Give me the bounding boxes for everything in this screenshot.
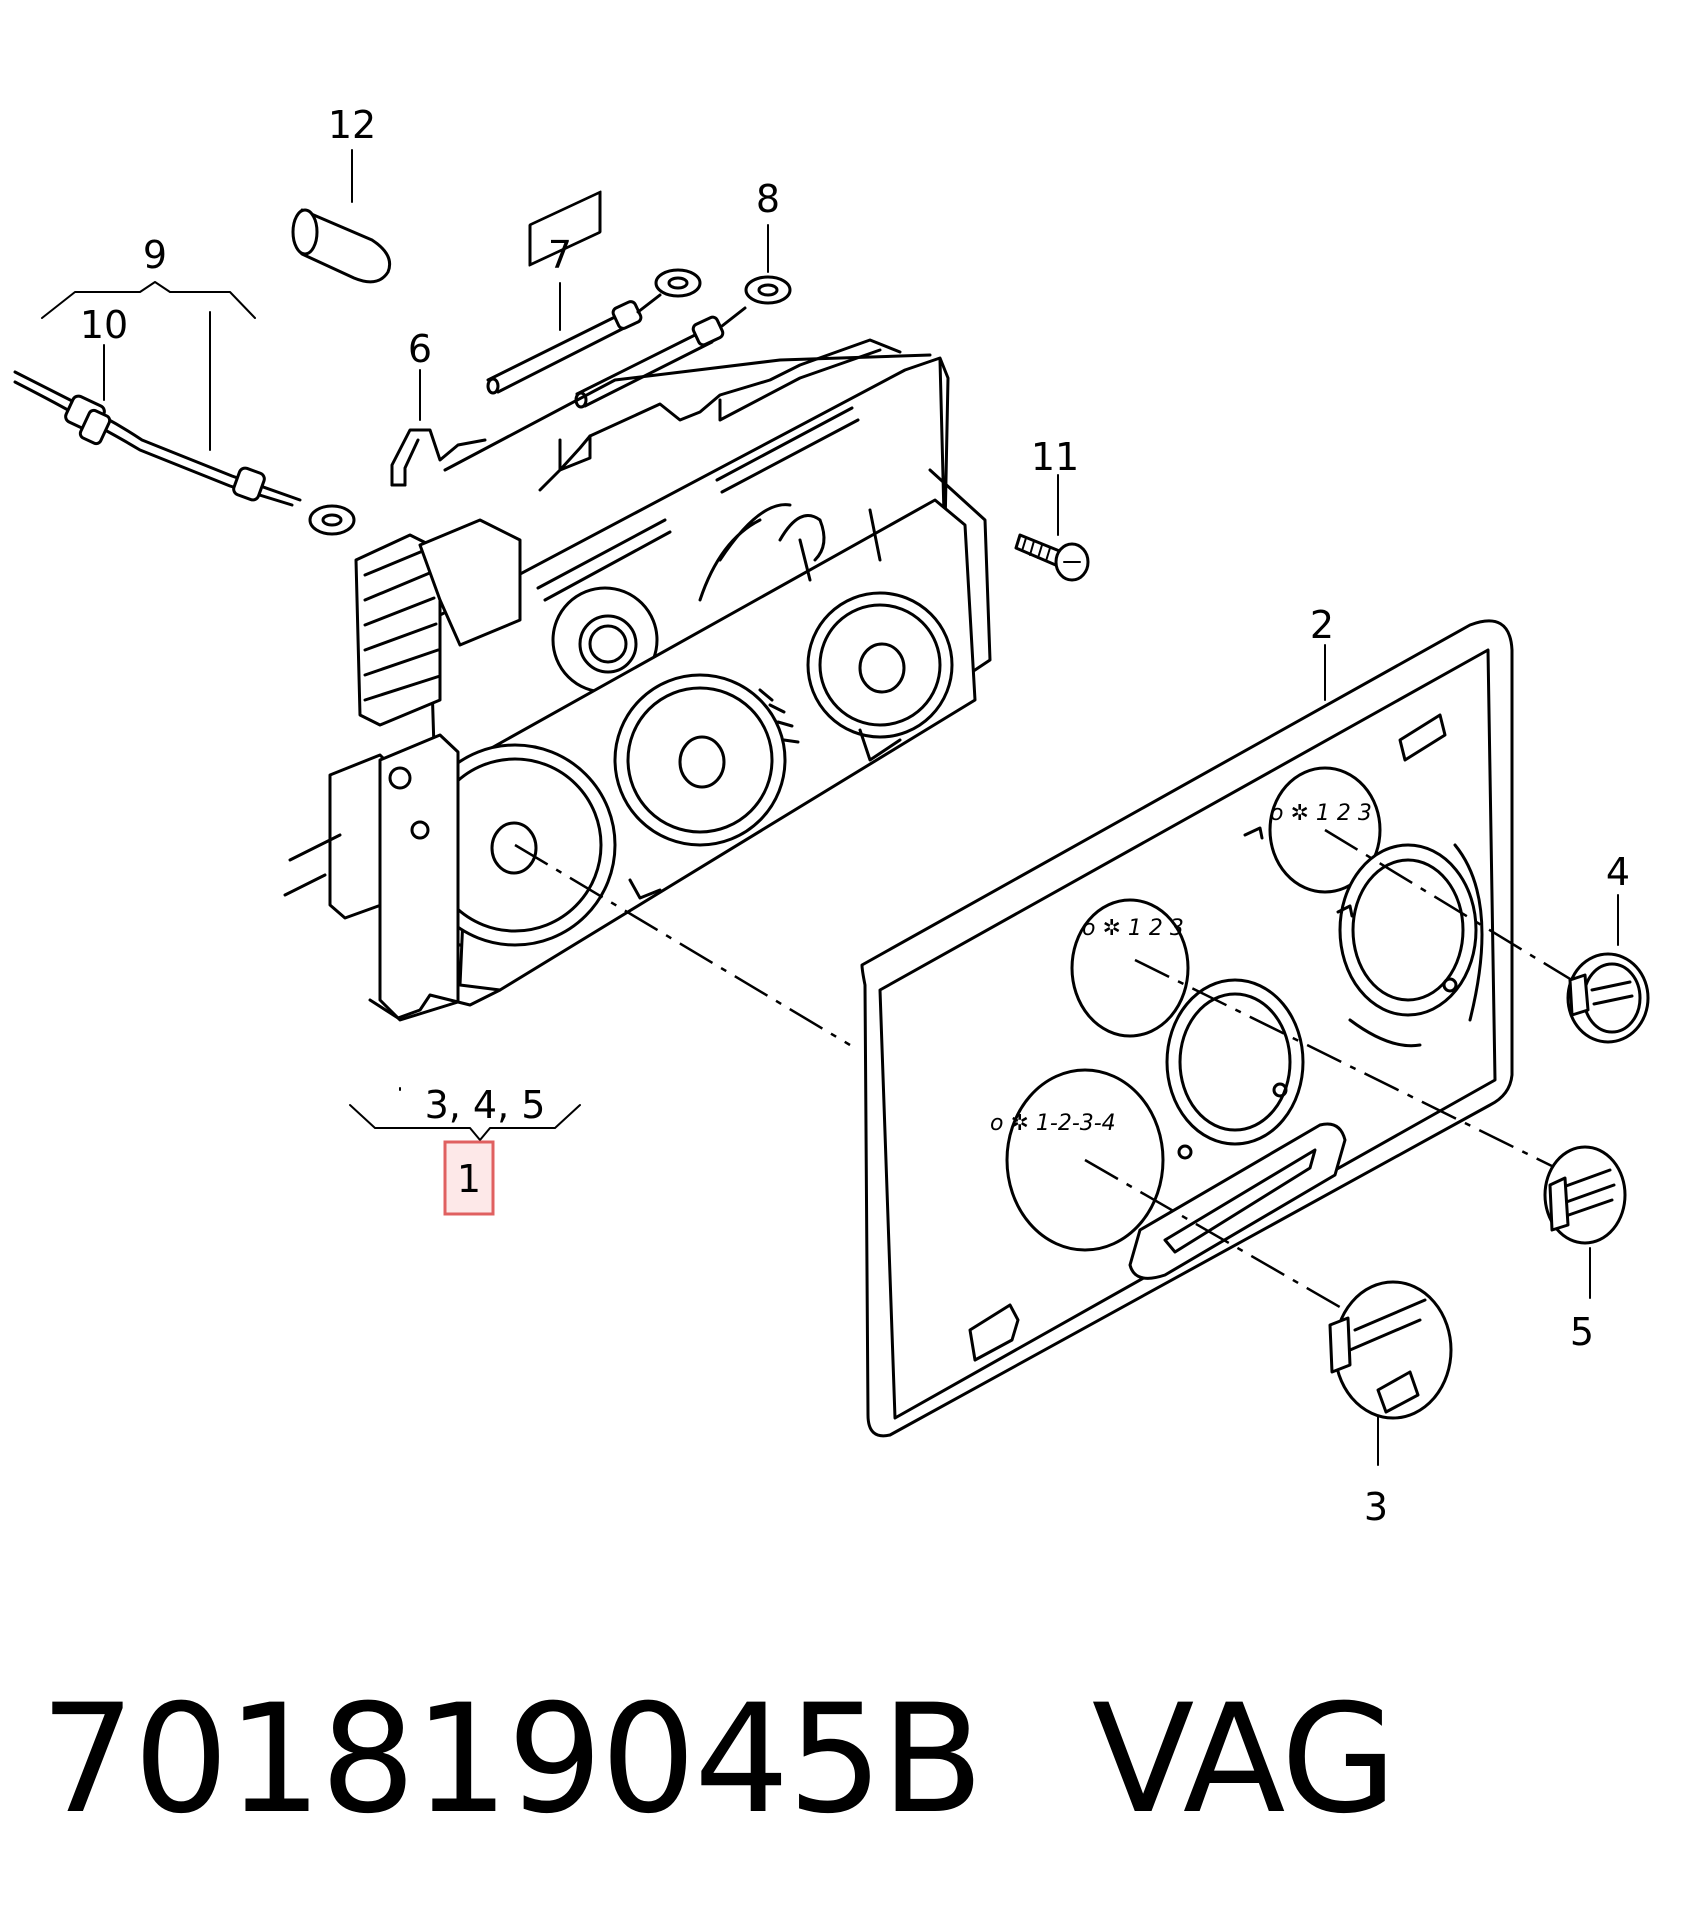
scale-top: o ✲ 1 2 3: [1270, 801, 1372, 826]
part-4-knob: [1566, 894, 1650, 1044]
callout-7: 7: [548, 233, 572, 277]
callout-1: 1: [457, 1157, 481, 1201]
part-number: 701819045B: [40, 1673, 984, 1847]
callout-11: 11: [1031, 435, 1079, 479]
callout-10: 10: [80, 303, 128, 347]
part-2-front-panel: o ✲ 1-2-3-4 o ✲ 1 2 3 o ✲ 1 2 3: [860, 619, 1514, 1438]
part-7-rod: [486, 268, 702, 395]
callout-12: 12: [328, 103, 376, 147]
part-footer: 701819045B VAG: [40, 1673, 1397, 1847]
part-3-knob: [1328, 1280, 1453, 1466]
scale-middle: o ✲ 1 2 3: [1082, 916, 1184, 941]
control-housing: [283, 190, 992, 1022]
callout-345: 3, 4, 5: [425, 1083, 546, 1127]
callout-9: 9: [143, 233, 167, 277]
brand-name: VAG: [1091, 1673, 1397, 1847]
assembly-lines: [514, 828, 1581, 1312]
highlight-box-1[interactable]: [443, 1140, 495, 1216]
part-8-rod: [574, 224, 792, 409]
callout-5: 5: [1570, 1310, 1594, 1354]
part-12-bulb: [291, 149, 392, 284]
callout-6: 6: [408, 327, 432, 371]
callout-3: 3: [1364, 1485, 1388, 1529]
scale-left: o ✲ 1-2-3-4: [990, 1111, 1116, 1136]
callout-8: 8: [756, 177, 780, 221]
callout-2: 2: [1310, 603, 1334, 647]
part-6-clip: [390, 369, 487, 487]
part-9-10-cable: [13, 281, 356, 536]
part-5-knob: [1543, 1145, 1627, 1299]
group-bracket-345: [349, 1087, 581, 1141]
part-11-screw: [1014, 474, 1090, 582]
callout-4: 4: [1606, 850, 1630, 894]
